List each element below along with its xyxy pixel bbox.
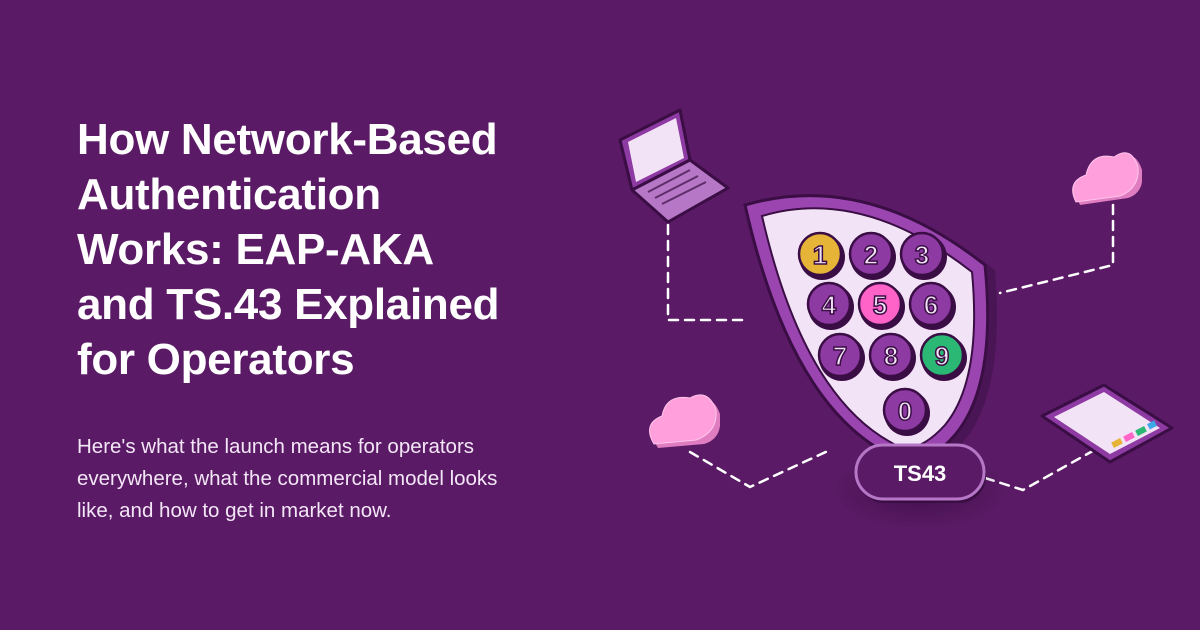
- key-label: 1: [813, 240, 827, 270]
- key-label: 9: [935, 341, 949, 371]
- subtitle-line: like, and how to get in market now.: [77, 499, 392, 522]
- key-8: 8: [868, 332, 916, 381]
- headline-line: for Operators: [77, 335, 355, 384]
- headline-line: How Network-Based: [77, 115, 498, 164]
- key-9: 9: [919, 332, 967, 381]
- connection-lines: [666, 203, 1115, 492]
- authentication-illustration: 1 2 3 4 5 6 7: [618, 108, 1174, 530]
- key-7: 7: [817, 332, 865, 381]
- key-label: 3: [915, 240, 929, 270]
- cloud-icon: [649, 394, 720, 448]
- key-label: 4: [822, 290, 837, 320]
- laptop-icon: [618, 108, 730, 224]
- headline: How Network-Based Authentication Works: …: [77, 112, 597, 387]
- key-label: 5: [873, 290, 887, 320]
- key-6: 6: [908, 281, 956, 330]
- connector-tablet: [983, 446, 1100, 492]
- headline-line: Authentication: [77, 170, 381, 219]
- connector-laptop: [666, 223, 744, 322]
- ts43-badge: TS43: [854, 443, 986, 503]
- tablet-icon: [1040, 383, 1174, 464]
- headline-line: and TS.43 Explained: [77, 280, 500, 329]
- key-label: 6: [924, 290, 938, 320]
- key-2: 2: [848, 231, 896, 280]
- headline-line: Works: EAP-AKA: [77, 225, 434, 274]
- key-1: 1: [797, 231, 845, 280]
- key-0: 0: [882, 387, 930, 436]
- connector-cloud-right: [998, 203, 1115, 295]
- key-label: 2: [864, 240, 878, 270]
- subtitle-line: everywhere, what the commercial model lo…: [77, 467, 498, 490]
- keypad: 1 2 3 4 5 6 7: [797, 231, 967, 436]
- key-3: 3: [899, 231, 947, 280]
- key-5: 5: [857, 281, 905, 330]
- key-4: 4: [806, 281, 854, 330]
- key-label: 8: [884, 341, 898, 371]
- subtitle-line: Here's what the launch means for operato…: [77, 435, 475, 458]
- key-label: 0: [898, 396, 912, 426]
- badge-label: TS43: [894, 461, 947, 486]
- cloud-icon: [1072, 152, 1142, 205]
- subtitle: Here's what the launch means for operato…: [77, 431, 597, 527]
- connector-cloud-left: [688, 448, 832, 489]
- key-label: 7: [833, 341, 847, 371]
